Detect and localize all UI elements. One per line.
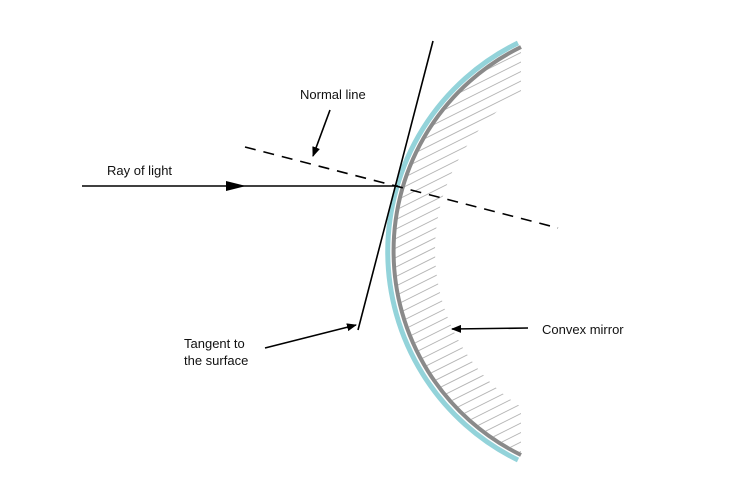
tangent-pointer [264,323,357,349]
hatch-line [395,99,521,186]
hatch-line [407,403,521,465]
normal-line [244,146,559,229]
tangent-label-line1: Tangent to [184,336,245,351]
hatch-line [395,337,521,423]
hatch-line [522,461,540,470]
hatch-line [395,40,509,110]
mirror-surface [391,45,522,457]
convex-mirror-label: Convex mirror [542,322,624,337]
hatch-line [395,327,521,414]
hatch-line [395,308,521,395]
hatch-line [395,90,521,176]
ray-arrowhead [226,181,246,191]
normal-line-label: Normal line [300,87,366,102]
mirror-back-surface [385,40,520,463]
tangent-label-line2: the surface [184,353,248,368]
mirror-pointer [451,324,529,333]
hatch-line [395,61,521,148]
ray-of-light-label: Ray of light [107,163,172,178]
normal-line-pointer [312,109,331,157]
hatch-line [395,71,521,157]
hatch-line [395,40,490,100]
hatch-line [395,40,471,91]
hatch-line [395,346,521,433]
hatch-line [395,109,521,195]
hatch-line [395,318,521,404]
hatch-line [395,356,521,442]
